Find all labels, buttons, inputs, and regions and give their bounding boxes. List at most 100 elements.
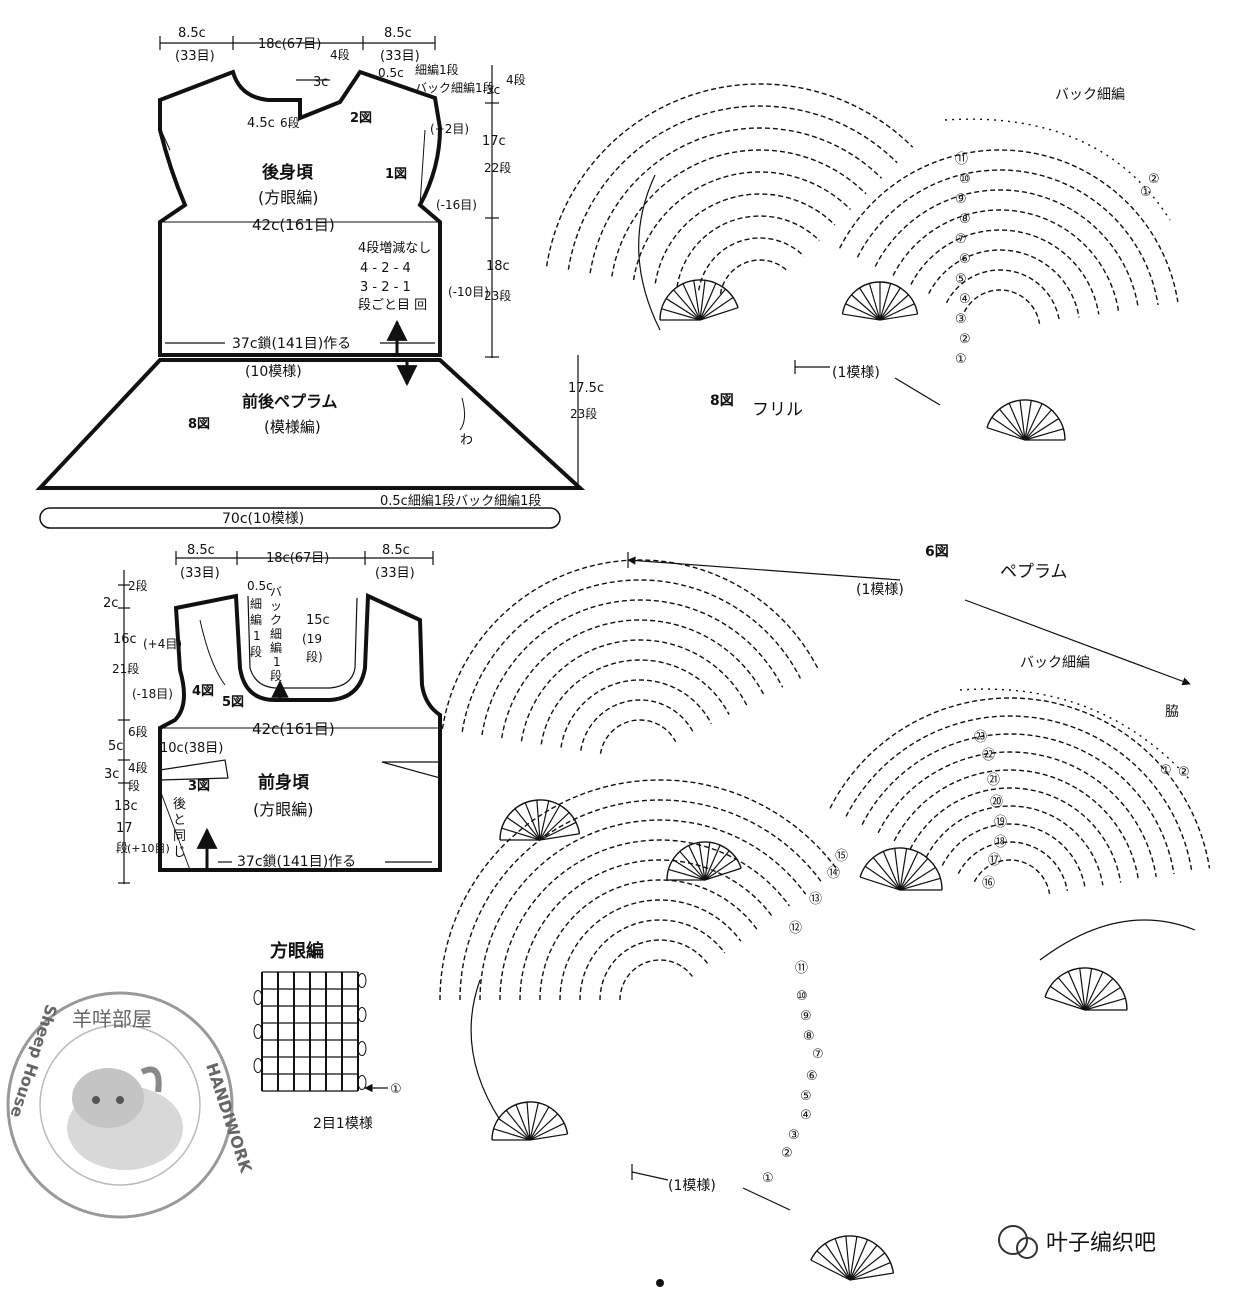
front-same-2: と	[173, 813, 186, 828]
chain-arc	[698, 237, 805, 291]
back-fig1-label: 1図	[385, 167, 407, 182]
peplum-chart-fig: 6図	[925, 544, 949, 560]
peplum-chart: 6図 ペプラム (1模様) 脇 バック細編 ①②③④⑤⑥⑦⑧⑨⑩⑪⑫⑬⑭⑮⑯⑰⑱…	[439, 544, 1211, 1287]
back-panel-diagram: 8.5c (33目) 18c(67目) 8.5c (33目) 4段 3c 4.5…	[158, 26, 526, 358]
fan-stitch	[899, 877, 941, 891]
fan-stitch	[859, 287, 881, 321]
front-same-4: じ	[173, 845, 186, 860]
peplum-row-number: ⑦	[812, 1047, 824, 1062]
fan-stitch	[498, 1118, 531, 1141]
fan-stitch	[882, 851, 901, 891]
front-plus4: (+4目)	[143, 637, 182, 651]
frill-row-number: ④	[959, 292, 971, 307]
front-cm16: 16c	[113, 632, 137, 647]
back-edge-line1: 細編1段	[415, 62, 459, 77]
chain-arc	[845, 715, 1193, 872]
peplum-chart-arcs	[439, 559, 1211, 1121]
front-neck-depth-rows: (19	[302, 632, 322, 646]
chain-arc	[654, 193, 836, 284]
mesh-row-mark: ①	[390, 1082, 402, 1097]
front-fig4: 4図	[192, 684, 214, 699]
peplum-outline	[35, 358, 586, 490]
fan-stitch	[501, 827, 541, 841]
chain-arc	[579, 919, 726, 1001]
frill-row-number: ⑤	[955, 272, 967, 287]
back-minus10: (-10目)	[448, 285, 489, 299]
fan-edge	[986, 399, 1066, 441]
fan-stitch	[526, 1102, 531, 1141]
front-rows4: 4段	[128, 760, 148, 775]
peplum-title: 前後ペプラム	[242, 392, 338, 411]
fan-stitch	[1057, 977, 1086, 1011]
peplum-row-number: ②	[781, 1146, 793, 1161]
front-dim-mid: 18c(67目)	[266, 551, 329, 566]
chain-arc	[874, 189, 1139, 309]
mesh-grid	[253, 971, 367, 1092]
mesh-turning-chain	[357, 1041, 367, 1056]
front-rows2: 2段	[128, 578, 148, 593]
chain-arc	[439, 779, 839, 1001]
chain-arc	[909, 787, 1122, 883]
frill-repeat: (1模様)	[832, 365, 880, 381]
back-dim-right-st: (33目)	[380, 49, 420, 64]
chain-arc	[580, 699, 695, 751]
mesh-turning-chain	[357, 973, 367, 988]
fan-stitch	[661, 308, 701, 321]
chain-arc	[945, 269, 1060, 321]
front-same-1: 後	[173, 797, 186, 812]
frill-row-number: ⑧	[959, 212, 971, 227]
front-neck-depth-cm: 15c	[306, 613, 330, 628]
peplum-row-number: ⑭	[827, 866, 840, 881]
fan-stitch	[539, 812, 570, 841]
peplum-height-rows: 23段	[570, 406, 597, 421]
fan-stitch	[849, 1261, 891, 1281]
fan-stitch	[682, 283, 701, 321]
fan-stitch	[536, 800, 541, 841]
peplum-chart-repeat-bottom: (1模様)	[668, 1178, 716, 1194]
fan-stitch	[849, 1236, 858, 1281]
fan-stitch	[834, 1238, 851, 1281]
fan-stitch	[699, 307, 739, 321]
peplum-row-number: ⑮	[835, 849, 848, 864]
fan-stitch	[529, 1102, 539, 1141]
chain-arc	[910, 229, 1100, 315]
front-neck-edge-1: 細	[250, 597, 262, 611]
front-cm13: 13c	[114, 799, 138, 814]
fan-stitch	[704, 858, 737, 881]
mesh-turning-chain	[357, 1075, 367, 1090]
fan-stitch	[699, 283, 717, 321]
chain-arc	[461, 579, 802, 732]
fan-stitch	[1084, 968, 1093, 1011]
chain-arc	[560, 679, 712, 748]
back-stitch: (方眼編)	[258, 188, 319, 207]
chain-arc	[928, 249, 1080, 318]
fan-stitch	[851, 294, 881, 321]
back-fig2-label: 2図	[350, 111, 372, 126]
chain-arc	[829, 697, 1211, 869]
watermark-top: 羊咩部屋	[72, 1007, 152, 1031]
chain-arc	[519, 859, 774, 1001]
front-rows17: 17	[116, 821, 133, 836]
chain-arc	[539, 879, 758, 1001]
front-pocket: 10c(38目)	[160, 741, 223, 756]
back-neck-rows4: 4段	[330, 47, 350, 62]
peplum-row-number: ㉓	[974, 730, 987, 745]
chain-arc	[861, 733, 1175, 875]
fan-stitch	[539, 833, 580, 841]
fan-edge	[841, 281, 919, 315]
chain-arc	[567, 105, 898, 270]
fan-stitch	[539, 800, 550, 841]
back-neck-cm3: 3c	[313, 75, 328, 90]
fan-stitch	[529, 1133, 568, 1141]
chain-arc	[481, 599, 784, 736]
chain-arc	[893, 769, 1140, 880]
back-neck-cm45: 4.5c	[247, 116, 275, 131]
frill-back-sc-label: バック細編	[1055, 87, 1125, 103]
fan-stitch	[1084, 978, 1114, 1011]
chain-arc	[611, 149, 867, 277]
fan-stitch	[879, 303, 915, 321]
peplum-row-number: ⑧	[803, 1029, 815, 1044]
peplum-chart-title: ペプラム	[1000, 562, 1068, 582]
